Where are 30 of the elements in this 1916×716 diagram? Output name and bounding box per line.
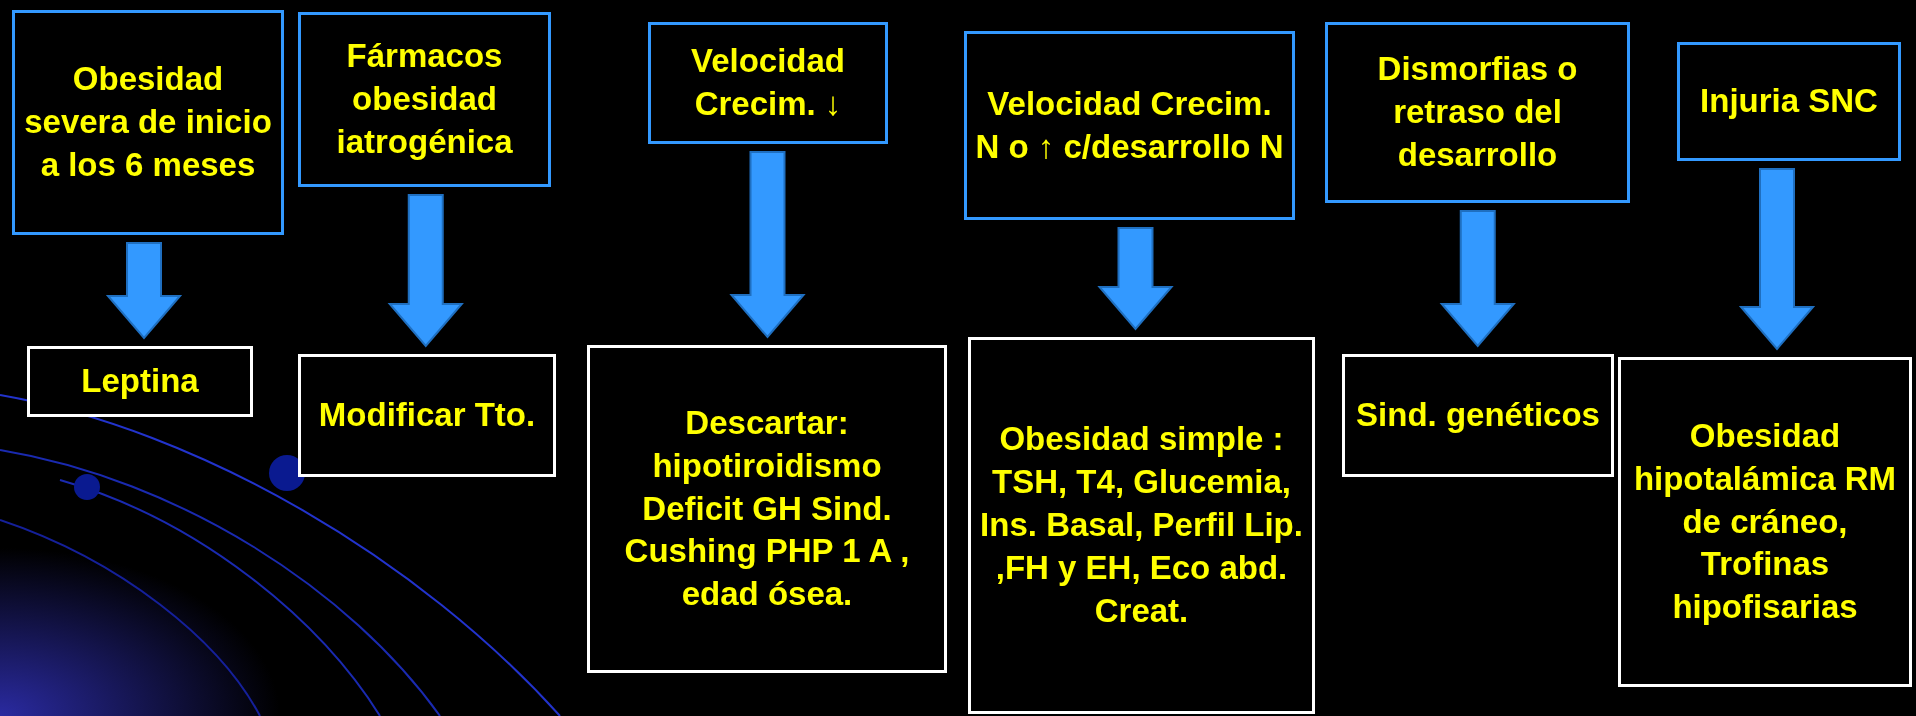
block-arrow <box>1738 168 1816 351</box>
box-text: Fármacos obesidad iatrogénica <box>335 36 514 162</box>
block-arrow <box>1097 227 1174 331</box>
box-text: Modificar Tto. <box>318 395 536 436</box>
box-text: Leptina <box>81 361 199 402</box>
result-box <box>298 354 556 477</box>
result-box <box>1342 354 1614 477</box>
block-arrow <box>387 194 464 348</box>
box-text: Velocidad Crecim. ↓ <box>689 41 847 124</box>
block-arrow <box>1439 210 1516 348</box>
condition-box <box>12 10 284 235</box>
result-box <box>27 346 253 417</box>
box-text: Injuria SNC <box>1700 81 1878 122</box>
box-text: Dismorfias o retraso del desarrollo <box>1376 49 1579 175</box>
block-arrow <box>105 242 183 340</box>
result-box <box>968 337 1315 714</box>
condition-box <box>1677 42 1901 161</box>
condition-box <box>298 12 551 187</box>
result-box <box>1618 357 1912 687</box>
block-arrow <box>729 151 806 339</box>
condition-box <box>648 22 888 144</box>
box-text: Descartar: hipotiroidismo Deficit GH Sind. Cushing PHP 1 A , edad ósea. <box>623 402 911 615</box>
box-text: Obesidad simple : TSH, T4, Glucemia, Ins. Basal, Perfil Lip. ,FH y EH, Eco abd. Creat. <box>979 419 1304 631</box>
box-text: Obesidad severa de inicio a los 6 meses <box>23 59 273 185</box>
condition-box <box>1325 22 1630 203</box>
condition-box <box>964 31 1295 220</box>
box-text: Velocidad Crecim. N o ↑ c/desarrollo N <box>975 83 1284 167</box>
box-text: Sind. genéticos <box>1356 395 1600 436</box>
box-text: Obesidad hipotalámica RM de cráneo, Trofinas hipofisarias <box>1632 415 1898 628</box>
result-box <box>587 345 947 673</box>
